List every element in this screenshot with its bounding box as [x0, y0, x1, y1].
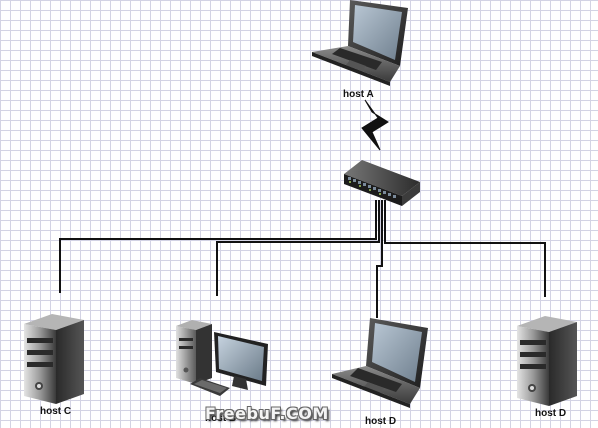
host-d-laptop-label: host D: [365, 416, 397, 427]
watermark-text: FreebuF.COM: [205, 404, 329, 423]
host-b-label: host B: [205, 413, 237, 424]
host-d-laptop-icon: [332, 318, 428, 408]
host-b-desktop-computer-icon: [176, 320, 268, 396]
wire-switch-to-host-c: [59, 200, 377, 293]
network-switch-icon: [344, 160, 420, 206]
host-c-label: host C: [40, 406, 72, 417]
wire-switch-to-host-b: [216, 200, 380, 296]
host-a-label: host A: [343, 89, 374, 100]
host-d-server-icon: [517, 316, 577, 406]
wireless-link-lightning: [361, 99, 389, 151]
wire-switch-to-host-d-server: [384, 200, 546, 297]
host-a-laptop-icon: [312, 0, 408, 86]
wire-switch-to-host-d-laptop: [376, 200, 383, 318]
host-c-server-icon: [24, 314, 84, 404]
host-d-server-label: host D: [535, 408, 567, 419]
